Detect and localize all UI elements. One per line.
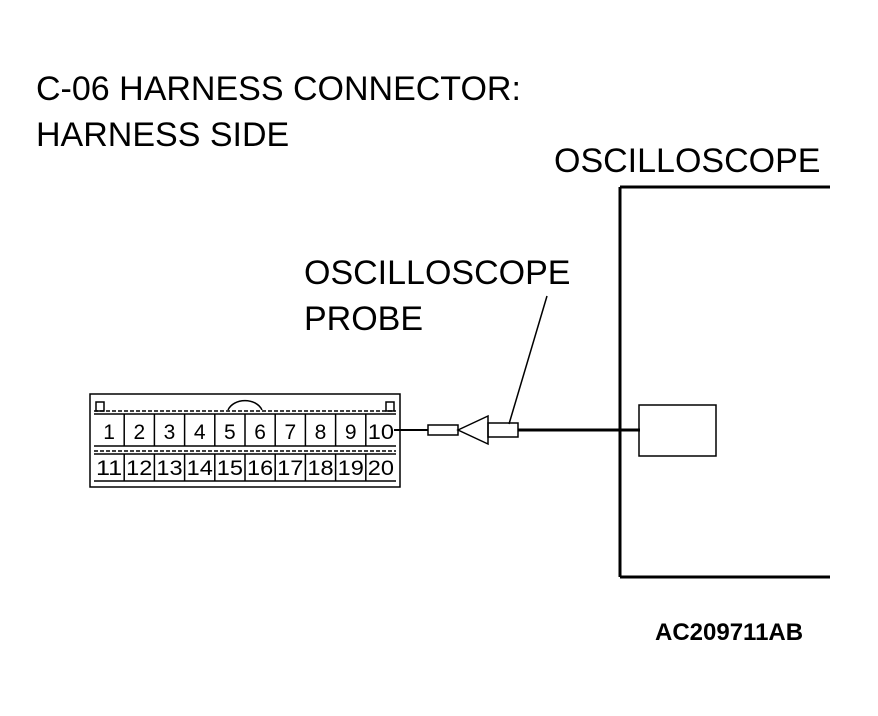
connector-lock-tab (227, 399, 263, 411)
connector-pin-19: 19 (338, 457, 364, 480)
connector-pin-20: 20 (368, 457, 394, 480)
connector-pin-12: 12 (126, 457, 152, 480)
probe-label-line-1: OSCILLOSCOPE (304, 254, 570, 292)
connector-pin-14: 14 (187, 457, 214, 480)
connector-pin-1: 1 (103, 421, 115, 444)
connector-pin-18: 18 (307, 457, 333, 480)
connector-pin-7: 7 (284, 421, 296, 444)
connector-pin-2: 2 (133, 421, 145, 444)
connector-pin-5: 5 (224, 421, 236, 444)
connector-pin-11: 11 (96, 457, 122, 480)
connector-pin-16: 16 (247, 457, 273, 480)
oscilloscope-label: OSCILLOSCOPE (554, 142, 820, 180)
title-line-2: HARNESS SIDE (36, 116, 289, 154)
connector-pin-10: 10 (368, 421, 394, 444)
title-line-1: C-06 HARNESS CONNECTOR: (36, 70, 521, 108)
probe-leader-line (508, 295, 548, 425)
probe-label-line-2: PROBE (304, 300, 423, 338)
oscilloscope-input-terminal (638, 404, 717, 457)
connector-pin-9: 9 (345, 421, 357, 444)
connector-pin-8: 8 (315, 421, 327, 444)
connector-pin-6: 6 (254, 421, 266, 444)
connector-pin-3: 3 (164, 421, 176, 444)
oscilloscope-probe (394, 414, 640, 446)
connector-pin-15: 15 (217, 457, 243, 480)
connector-pin-13: 13 (156, 457, 182, 480)
figure-code: AC209711AB (655, 619, 803, 646)
oscilloscope-frame (618, 185, 830, 579)
connector-pin-17: 17 (277, 457, 303, 480)
connector-pin-4: 4 (194, 421, 206, 444)
